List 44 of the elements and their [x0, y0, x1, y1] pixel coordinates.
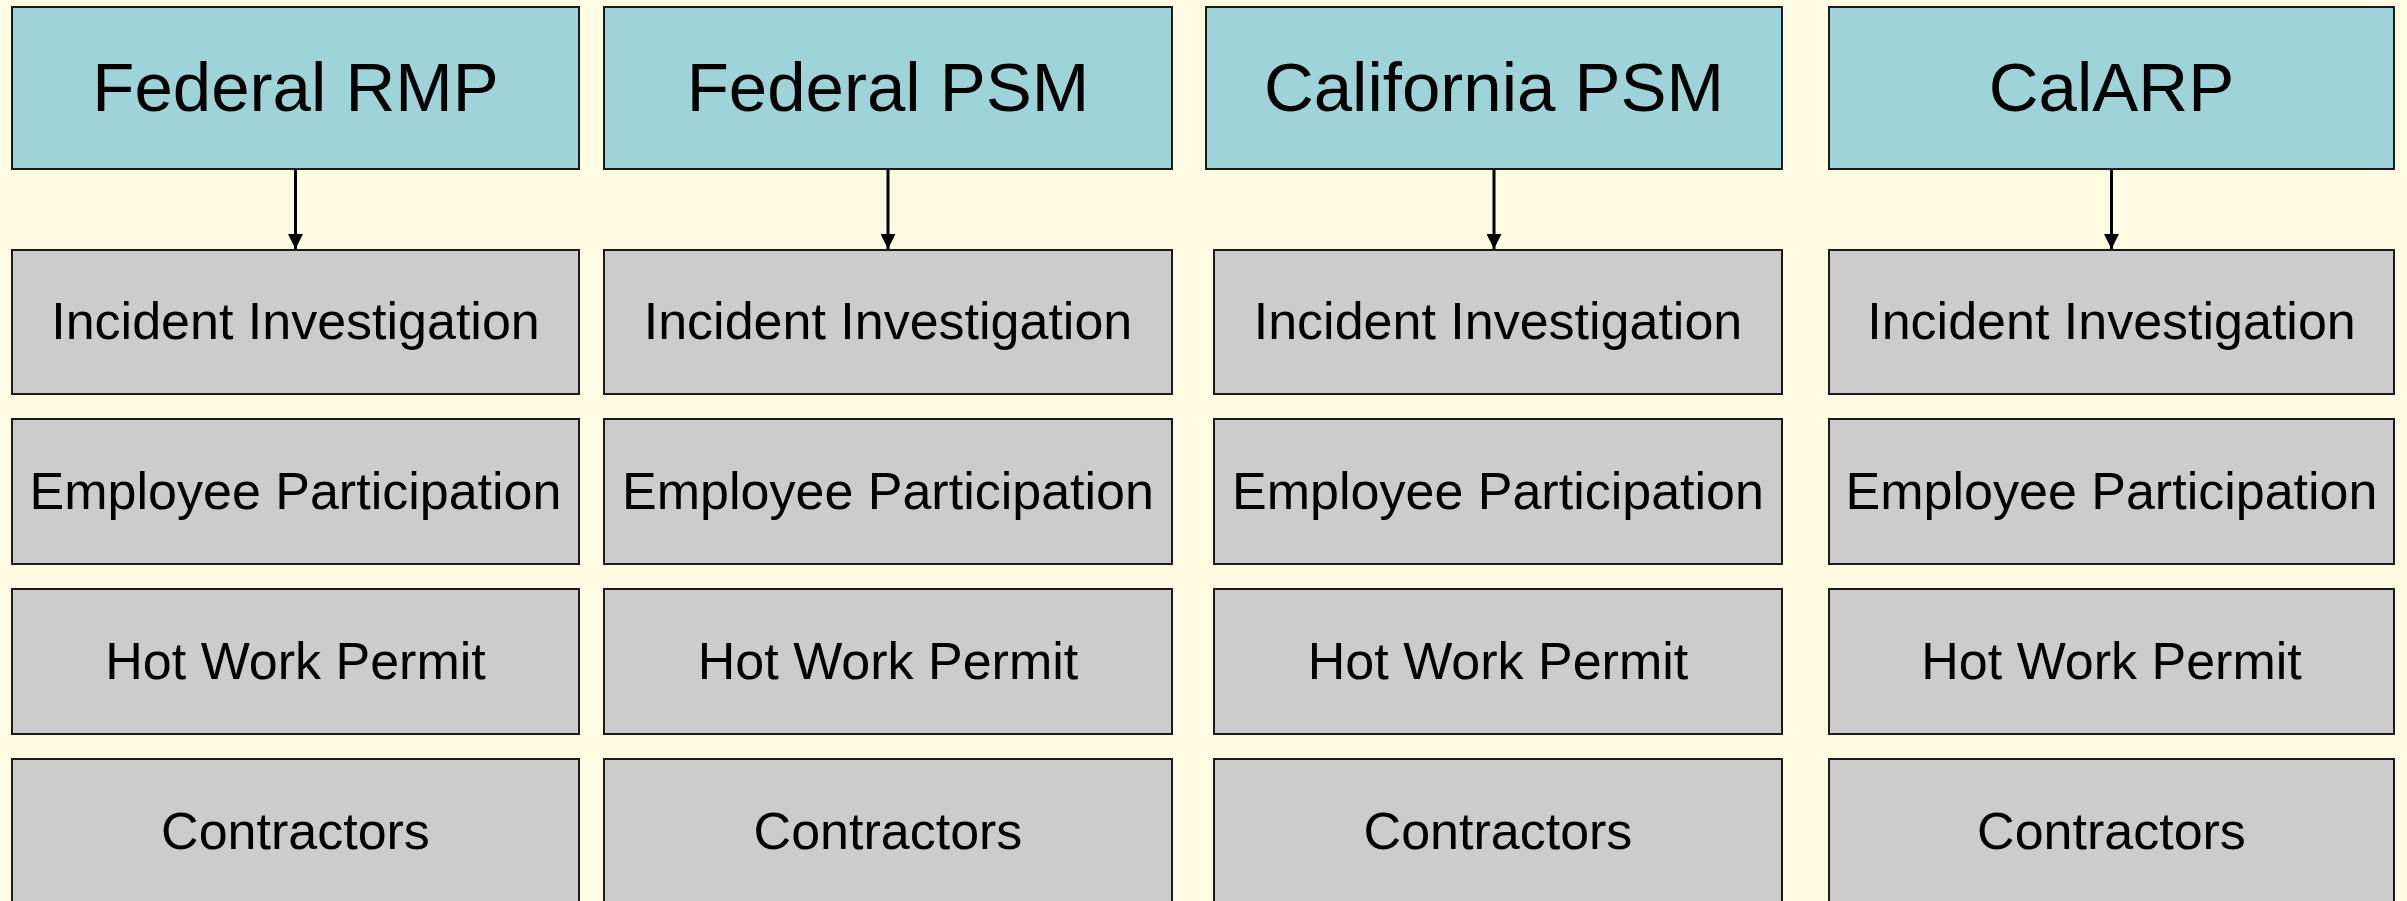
item-text: Contractors [753, 800, 1023, 862]
header-text: California PSM [1263, 48, 1725, 129]
arrow [880, 170, 896, 249]
arrow [288, 170, 303, 249]
item-box [603, 588, 1173, 735]
item-box [1213, 418, 1783, 565]
item-text: Hot Work Permit [105, 630, 486, 692]
header-text: Federal RMP [92, 48, 499, 129]
item-box [1828, 588, 2395, 735]
item-text: Incident Investigation [51, 291, 540, 353]
item-text: Incident Investigation [1867, 291, 2356, 353]
header-box [1828, 6, 2395, 170]
arrow [1486, 170, 1502, 249]
item-text: Employee Participation [29, 460, 562, 522]
item-text: Hot Work Permit [1921, 630, 2302, 692]
item-text: Hot Work Permit [697, 630, 1079, 692]
item-box [11, 249, 580, 395]
header-text: CalARP [1988, 48, 2235, 129]
item-text: Employee Participation [622, 460, 1154, 522]
header-box [1205, 6, 1783, 170]
arrow [2104, 170, 2119, 249]
item-box [1213, 588, 1783, 735]
item-text: Employee Participation [1845, 460, 2378, 522]
item-box [603, 418, 1173, 565]
item-text: Contractors [161, 800, 430, 862]
item-box [603, 758, 1173, 901]
item-box [11, 588, 580, 735]
item-box [11, 418, 580, 565]
item-text: Incident Investigation [643, 291, 1133, 353]
item-box [1828, 758, 2395, 901]
header-box [603, 6, 1173, 170]
item-text: Contractors [1977, 800, 2246, 862]
item-box [1828, 418, 2395, 565]
item-text: Incident Investigation [1253, 291, 1743, 353]
item-box [603, 249, 1173, 395]
item-text: Contractors [1363, 800, 1633, 862]
header-box [11, 6, 580, 170]
item-box [1213, 758, 1783, 901]
item-box [11, 758, 580, 901]
item-box [1213, 249, 1783, 395]
item-box [1828, 249, 2395, 395]
header-text: Federal PSM [686, 48, 1090, 129]
item-text: Employee Participation [1232, 460, 1764, 522]
item-text: Hot Work Permit [1307, 630, 1689, 692]
